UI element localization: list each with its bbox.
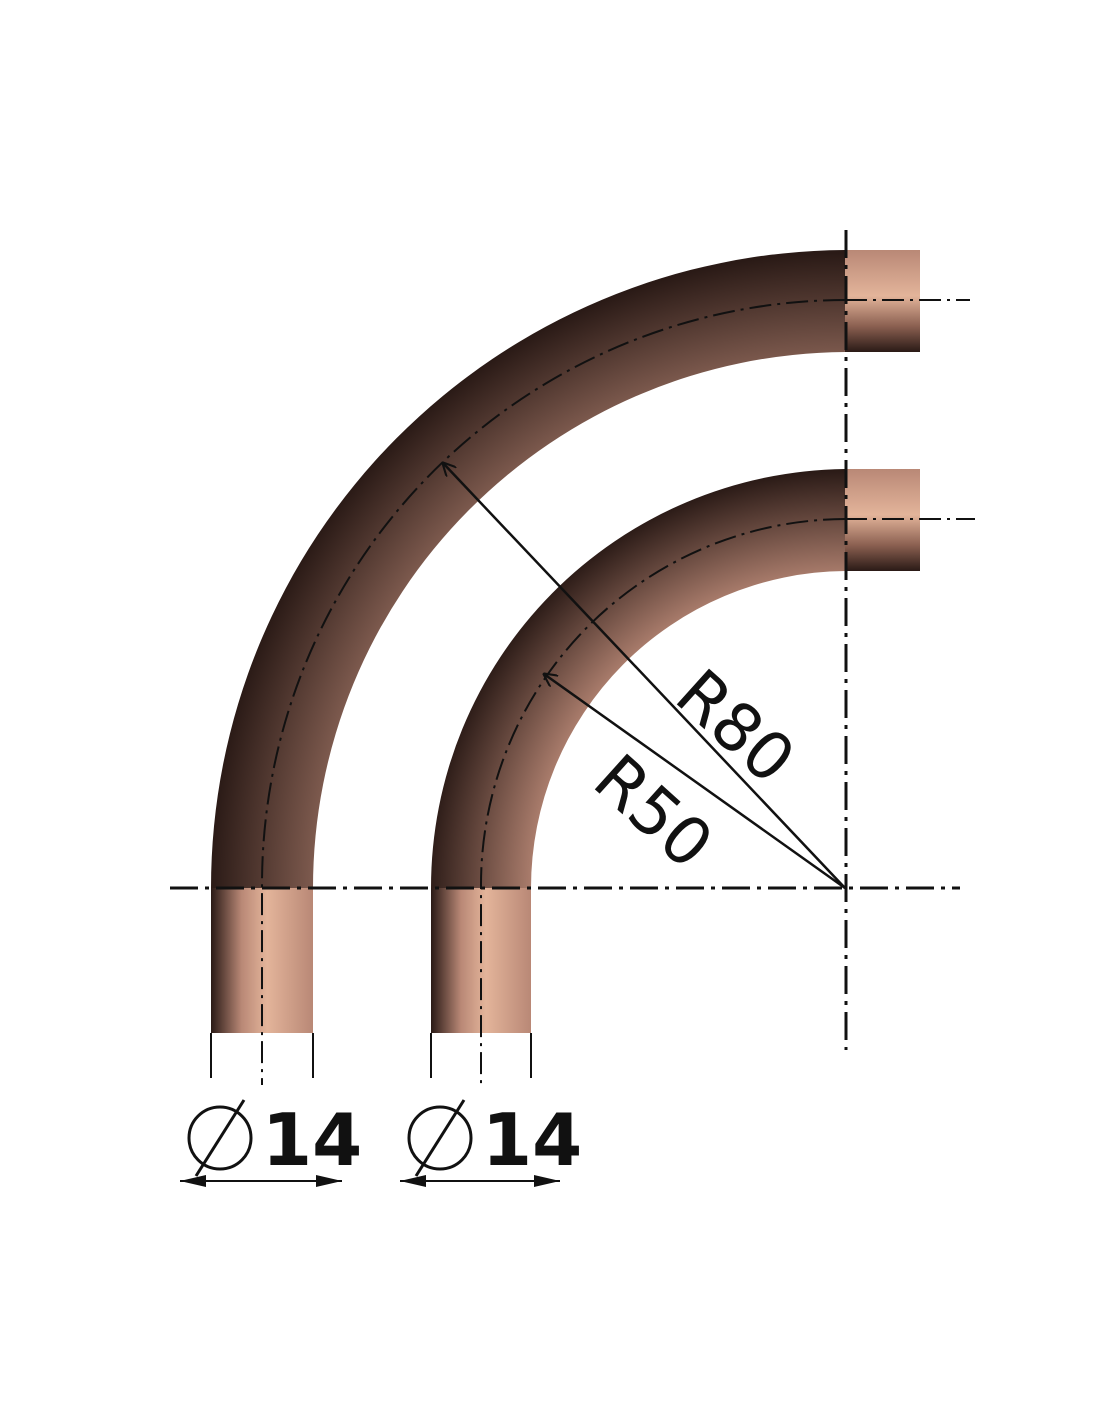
inner-arrow-right	[534, 1175, 560, 1187]
centerlines	[170, 230, 975, 1085]
inner-arrow-left	[400, 1175, 426, 1187]
inner-diameter-value: 14	[482, 1098, 582, 1182]
outer-tube-centerline	[260, 299, 846, 1085]
inner-tube-centerline	[479, 518, 846, 1085]
r80-leader	[443, 463, 846, 889]
r80-label: R80	[661, 655, 809, 799]
r50-leader	[544, 674, 846, 890]
inner-tube-bend	[430, 469, 845, 888]
diameter-dimension-outer: 14	[180, 1033, 362, 1187]
r50-label: R50	[579, 740, 727, 884]
diameter-icon	[407, 1099, 473, 1177]
diameter-icon	[187, 1099, 253, 1177]
outer-tube-bend	[211, 250, 845, 888]
diameter-dimension-inner: 14	[400, 1033, 582, 1187]
outer-arrow-right	[316, 1175, 342, 1187]
outer-arrow-left	[180, 1175, 206, 1187]
outer-diameter-value: 14	[262, 1098, 362, 1182]
